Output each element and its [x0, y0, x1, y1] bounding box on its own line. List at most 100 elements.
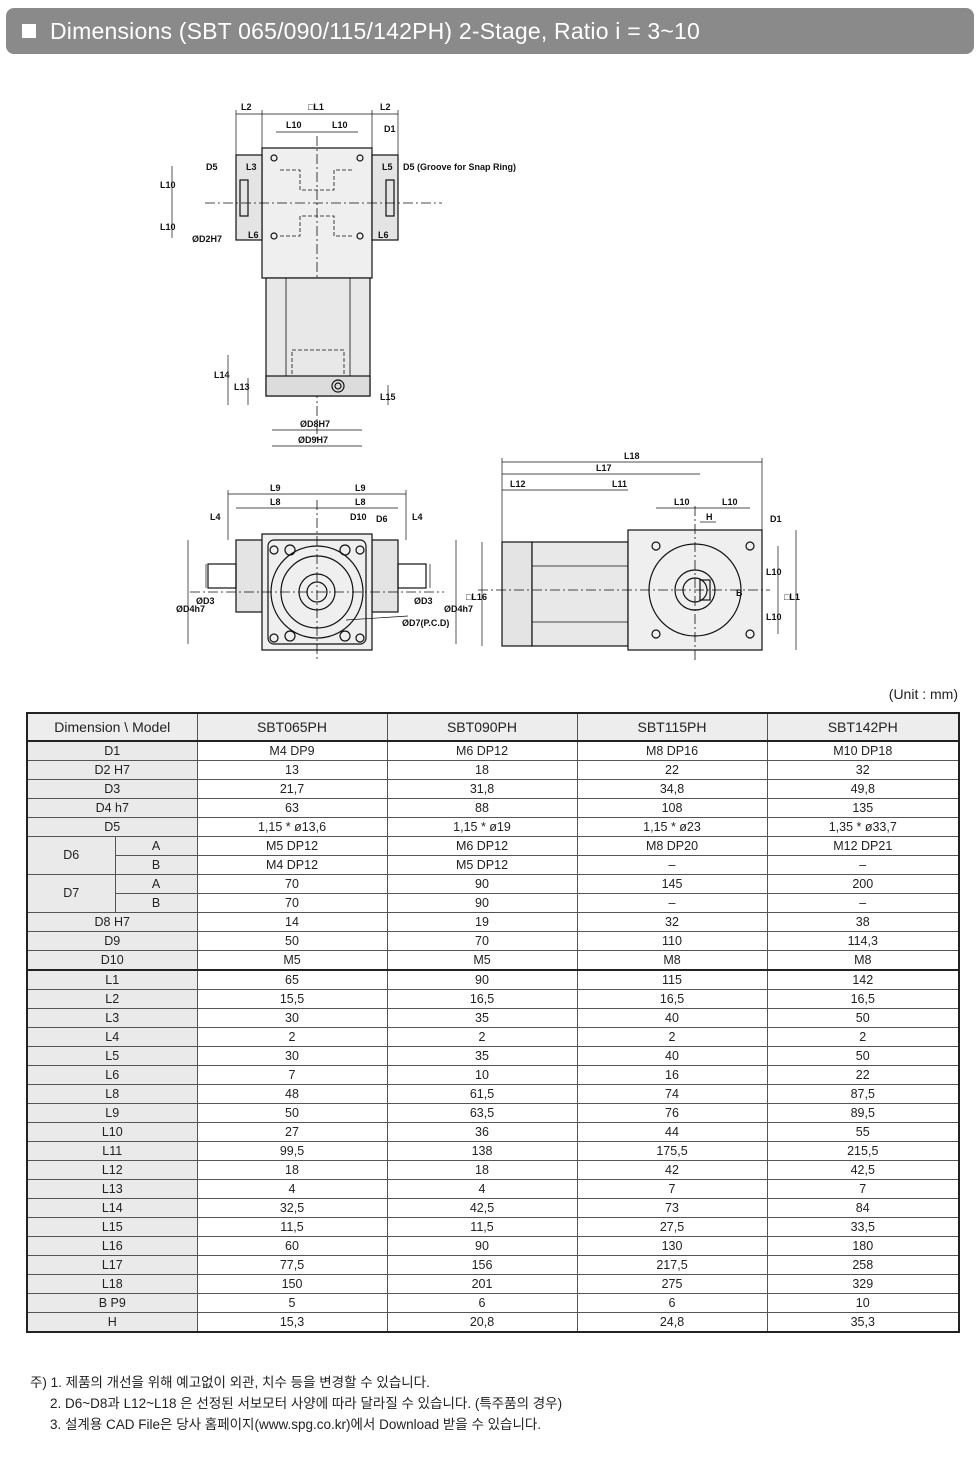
row-label: L12 [26, 1160, 198, 1180]
unit-label: (Unit : mm) [888, 686, 958, 702]
table-cell: 70 [196, 893, 388, 913]
dim-label: ØD7(P.C.D) [402, 618, 449, 628]
table-cell: 99,5 [196, 1141, 388, 1161]
table-cell: M6 DP12 [386, 740, 578, 761]
table-cell: 18 [386, 760, 578, 780]
table-cell: 33,5 [766, 1217, 960, 1237]
table-cell: M6 DP12 [386, 836, 578, 856]
table-cell: 217,5 [576, 1255, 768, 1275]
row-label: L16 [26, 1236, 198, 1256]
side-view-drawing [478, 458, 797, 660]
table-cell: 90 [386, 969, 578, 990]
table-cell: 10 [386, 1065, 578, 1085]
table-header-row: Dimension \ Model SBT065PH SBT090PH SBT1… [26, 712, 960, 742]
table-cell: 88 [386, 798, 578, 818]
row-label: D6 [26, 836, 116, 875]
table-cell: 6 [576, 1293, 768, 1313]
model-header: SBT090PH [386, 712, 578, 742]
dim-label: H [706, 512, 713, 522]
row-label: L13 [26, 1179, 198, 1199]
table-cell: 65 [196, 969, 388, 990]
row-label: L6 [26, 1065, 198, 1085]
dim-label: L10 [766, 612, 782, 622]
table-cell: M5 DP12 [196, 836, 388, 856]
table-cell: 108 [576, 798, 768, 818]
dim-label: L5 [382, 162, 393, 172]
table-cell: 2 [386, 1027, 578, 1047]
table-cell: 7 [576, 1179, 768, 1199]
technical-drawings: L2 □L1 L2 L10 L10 D1 D5 L3 L5 D5 (Groove… [0, 60, 980, 680]
table-cell: – [766, 893, 960, 913]
table-cell: 50 [766, 1046, 960, 1066]
table-cell: 2 [766, 1027, 960, 1047]
dim-label: L12 [510, 479, 526, 489]
table-cell: 10 [766, 1293, 960, 1313]
table-cell: 50 [766, 1008, 960, 1028]
table-cell: 49,8 [766, 779, 960, 799]
table-cell: 6 [386, 1293, 578, 1313]
note-line: 주) 1. 제품의 개선을 위해 예고없이 외관, 치수 등을 변경할 수 있습… [30, 1375, 430, 1390]
row-label: L15 [26, 1217, 198, 1237]
table-cell: 84 [766, 1198, 960, 1218]
dim-label: L10 [722, 497, 738, 507]
table-cell: 55 [766, 1122, 960, 1142]
row-label: L4 [26, 1027, 198, 1047]
row-label: B P9 [26, 1293, 198, 1313]
table-cell: 60 [196, 1236, 388, 1256]
corner-header: Dimension \ Model [26, 712, 198, 742]
dim-label: L18 [624, 451, 640, 461]
table-cell: 31,8 [386, 779, 578, 799]
table-cell: 4 [386, 1179, 578, 1199]
table-cell: 2 [196, 1027, 388, 1047]
row-label: L11 [26, 1141, 198, 1161]
table-cell: 110 [576, 931, 768, 951]
dim-label: □L16 [466, 592, 487, 602]
row-label: D7 [26, 874, 116, 913]
table-cell: 15,3 [196, 1312, 388, 1333]
dim-label: L8 [355, 497, 366, 507]
table-cell: 16 [576, 1065, 768, 1085]
table-cell: M4 DP9 [196, 740, 388, 761]
table-cell: 114,3 [766, 931, 960, 951]
dim-label: L3 [246, 162, 257, 172]
model-header: SBT142PH [766, 712, 960, 742]
table-cell: 61,5 [386, 1084, 578, 1104]
dim-label: L9 [355, 483, 366, 493]
table-cell: 1,15 * ø19 [386, 817, 578, 837]
table-cell: 4 [196, 1179, 388, 1199]
front-view-drawing [187, 490, 457, 660]
model-header: SBT065PH [196, 712, 388, 742]
table-cell: 16,5 [766, 989, 960, 1009]
table-cell: – [576, 893, 768, 913]
note-line: 3. 설계용 CAD File은 당사 홈페이지(www.spg.co.kr)에… [50, 1417, 542, 1432]
dim-label: D10 [350, 512, 367, 522]
table-cell: 38 [766, 912, 960, 932]
table-cell: 142 [766, 969, 960, 990]
table-cell: 40 [576, 1046, 768, 1066]
table-cell: 90 [386, 1236, 578, 1256]
table-cell: – [576, 855, 768, 875]
row-label: L17 [26, 1255, 198, 1275]
dim-label: L11 [612, 479, 627, 489]
table-cell: 76 [576, 1103, 768, 1123]
dim-label: L10 [160, 222, 176, 232]
row-label: L8 [26, 1084, 198, 1104]
table-cell: 150 [196, 1274, 388, 1294]
table-cell: – [766, 855, 960, 875]
table-cell: 135 [766, 798, 960, 818]
row-label: L3 [26, 1008, 198, 1028]
table-cell: M10 DP18 [766, 740, 960, 761]
